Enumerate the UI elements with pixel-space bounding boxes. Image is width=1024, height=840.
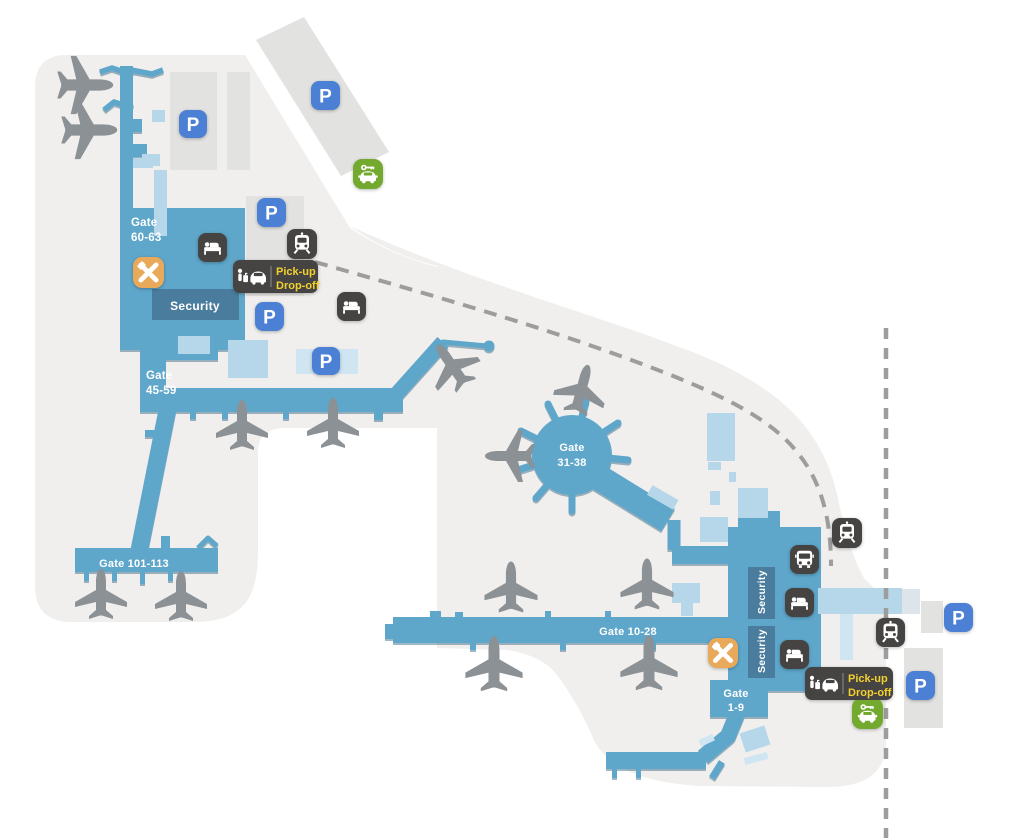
jet-bridge [130, 67, 164, 77]
parking-icon[interactable]: P [257, 198, 286, 227]
gate-45-59-label: 45-59 [146, 385, 176, 397]
jet-bridge [99, 65, 134, 78]
pier-stub [374, 412, 383, 420]
hotel-icon[interactable] [785, 588, 814, 617]
security-zone [748, 567, 775, 619]
terminal-connector [140, 348, 166, 412]
svg-text:P: P [319, 87, 332, 108]
svg-text:P: P [263, 308, 276, 329]
svg-text:P: P [265, 204, 278, 225]
hotel-icon[interactable] [198, 233, 227, 262]
pier-stub [161, 536, 170, 550]
hotel-icon[interactable] [780, 640, 809, 669]
pier-stub [84, 572, 89, 581]
gate-60-63-label: Gate [131, 217, 157, 229]
pickup-label: Pick-up [848, 673, 888, 685]
terminal-gate-45-59-pier [163, 388, 403, 412]
satellite-gate-arms [514, 397, 632, 515]
pier-stub [133, 144, 147, 157]
pier-stub [430, 611, 441, 618]
car-rental-icon[interactable] [852, 698, 883, 729]
terminal-gate-101-113-pier [75, 548, 218, 572]
pier-stub [145, 430, 157, 437]
pier-stub [560, 643, 566, 650]
security-label: Security [756, 629, 768, 673]
parking-structure [227, 72, 250, 170]
security-zone [152, 289, 239, 320]
parking-icon[interactable]: P [906, 671, 935, 700]
pier-stub [112, 572, 117, 581]
pier-diagonal-arm [386, 336, 449, 405]
pickup-label: Pick-up [276, 266, 316, 278]
pier-stub [636, 769, 641, 778]
terminal-gate-1-9-pier [606, 752, 706, 769]
pier-stub [168, 572, 173, 581]
gate-101-113-label: Gate 101-113 [99, 558, 169, 570]
bus-icon[interactable] [790, 545, 819, 574]
gate-1-9-label: 1-9 [728, 702, 745, 714]
pier-stub [190, 412, 196, 419]
pier-stub [455, 612, 463, 618]
pier-stub [605, 611, 611, 618]
pier-stub [612, 769, 617, 778]
train-station-icon[interactable] [287, 229, 317, 259]
pier-stub [470, 643, 476, 650]
access-road-dashed [314, 260, 833, 567]
security-label: Security [756, 570, 768, 614]
train-station-icon[interactable] [876, 618, 905, 647]
dropoff-label: Drop-off [848, 687, 892, 699]
terminal-annex-shapes [133, 110, 920, 765]
hotel-icon[interactable] [337, 292, 366, 321]
parking-icon[interactable]: P [255, 302, 284, 331]
gate-31-38-label: Gate [559, 442, 584, 454]
dropoff-label: Drop-off [276, 280, 320, 292]
pickup-dropoff-sign[interactable]: Pick-up Drop-off [805, 667, 893, 700]
terminal-gate-1-9 [710, 680, 768, 717]
pier-arm-knob [483, 340, 495, 352]
parking-icon[interactable]: P [311, 81, 340, 110]
terminal-neck [697, 710, 745, 764]
satellite-corridor [583, 460, 675, 532]
train-station-icon[interactable] [832, 518, 862, 548]
parking-icon[interactable]: P [944, 603, 973, 632]
parking-icon[interactable]: P [312, 347, 340, 375]
pier-stub [283, 412, 289, 419]
svg-text:P: P [914, 677, 927, 698]
pier-arm [440, 339, 490, 349]
svg-text:P: P [952, 609, 965, 630]
gate-45-59-label: Gate [146, 370, 172, 382]
parking-structure [921, 601, 943, 633]
jet-bridge [196, 535, 219, 550]
gate-31-38-label: 31-38 [557, 457, 586, 469]
pier-step [385, 624, 397, 639]
svg-text:P: P [320, 352, 333, 373]
parking-icon[interactable]: P [179, 110, 207, 138]
security-label: Security [170, 299, 220, 313]
svg-text:P: P [187, 115, 200, 136]
gate-1-9-label: Gate [723, 688, 748, 700]
jet-bridge [102, 99, 134, 113]
restaurant-icon[interactable] [133, 257, 164, 288]
pickup-dropoff-sign[interactable]: Pick-up Drop-off [233, 260, 320, 293]
gate-10-28-label: Gate 10-28 [599, 626, 657, 638]
pier-stub [709, 760, 725, 780]
terminal-south-connector [130, 412, 176, 552]
security-zone [748, 626, 775, 678]
restaurant-icon[interactable] [708, 638, 738, 668]
terminal-gate-10-28-pier [393, 617, 731, 643]
pier-stub [545, 611, 551, 618]
pier-stub [140, 572, 145, 584]
pier-stub [133, 119, 142, 132]
pier-stub [222, 412, 228, 419]
car-rental-icon[interactable] [353, 159, 383, 189]
gate-60-63-label: 60-63 [131, 232, 161, 244]
